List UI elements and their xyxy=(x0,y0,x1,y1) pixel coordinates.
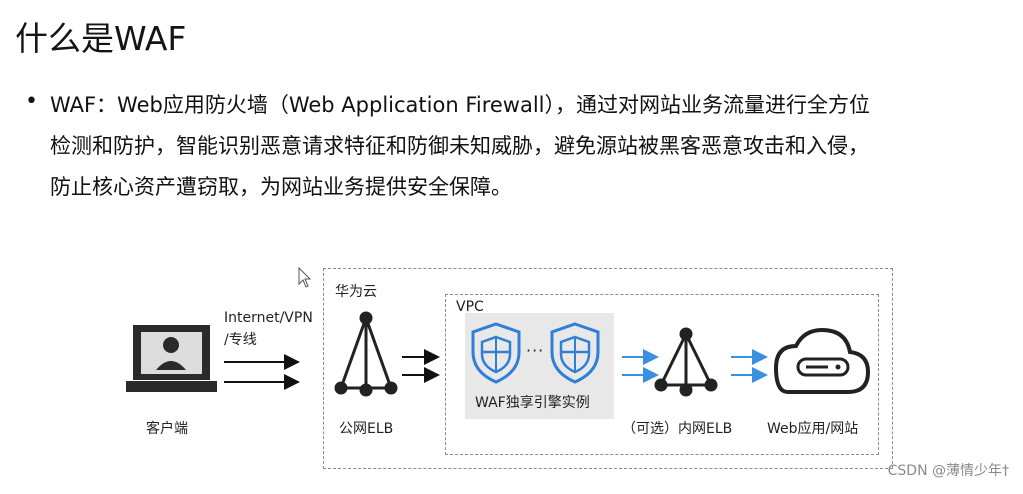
waf-instance-label: WAF独享引擎实例 xyxy=(475,395,590,411)
vpc-label: VPC xyxy=(456,299,484,315)
waf-ellipsis: ··· xyxy=(526,341,545,360)
description-line-3: 防止核心资产遭窃取，为网站业务提供安全保障。 xyxy=(50,175,512,199)
connection-label-line1: Internet/VPN xyxy=(224,310,313,326)
waf-description: WAF：Web应用防火墙（Web Application Firewall），通… xyxy=(50,85,1015,208)
description-line-2: 检测和防护，智能识别恶意请求特征和防御未知威胁，避免源站被黑客恶意攻击和入侵， xyxy=(50,134,869,158)
csdn-watermark: CSDN @薄情少年† xyxy=(887,463,1009,479)
mouse-cursor-icon xyxy=(298,266,312,288)
internal-elb-label: （可选）内网ELB xyxy=(622,421,733,437)
description-line-1: WAF：Web应用防火墙（Web Application Firewall），通… xyxy=(50,93,871,117)
web-app-label: Web应用/网站 xyxy=(767,421,859,437)
page-title: 什么是WAF xyxy=(15,19,187,58)
cloud-server-icon xyxy=(773,327,871,394)
public-elb-icon xyxy=(334,311,398,397)
bullet-marker: • xyxy=(25,89,38,114)
huawei-cloud-zone xyxy=(323,268,893,469)
shield-icon xyxy=(550,322,600,384)
huawei-cloud-label: 华为云 xyxy=(335,284,377,300)
client-label: 客户端 xyxy=(146,421,188,437)
laptop-user-icon xyxy=(126,325,217,392)
shield-icon xyxy=(471,322,521,384)
internal-elb-icon xyxy=(654,327,718,397)
waf-instance-panel xyxy=(465,313,614,419)
public-elb-label: 公网ELB xyxy=(339,421,394,437)
connection-label-line2: /专线 xyxy=(224,332,257,348)
vpc-zone xyxy=(445,294,879,455)
